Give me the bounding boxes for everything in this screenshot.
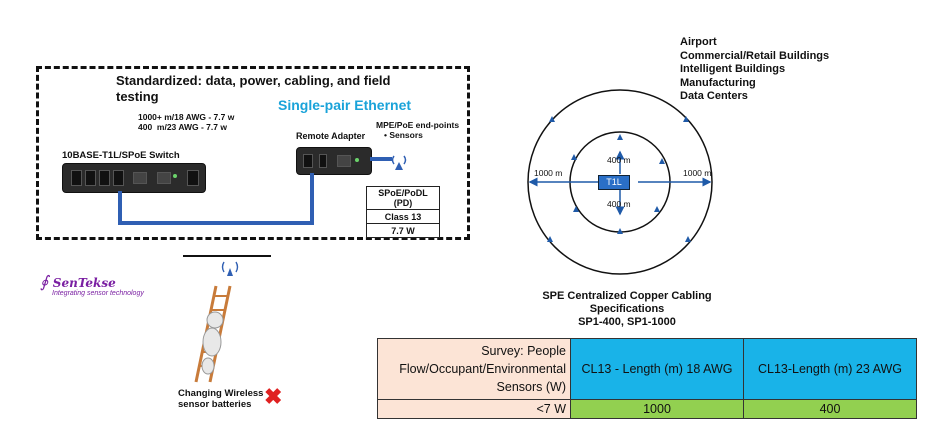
table-cell-power: <7 W bbox=[377, 399, 571, 419]
logo-tagline: Integrating sensor technology bbox=[52, 290, 144, 297]
cabling-length-table: Survey: People Flow/Occupant/Environment… bbox=[377, 338, 917, 419]
inner-top-range-label: 400 m bbox=[607, 155, 631, 165]
range-diagram bbox=[527, 89, 713, 275]
outer-left-range-label: 1000 m bbox=[534, 168, 563, 178]
switch-label: 10BASE-T1L/SPoE Switch bbox=[62, 150, 180, 161]
ladder-figure-icon bbox=[194, 285, 232, 383]
table-header-survey: Survey: People Flow/Occupant/Environment… bbox=[377, 338, 571, 400]
battery-note: Changing Wireless sensor batteries bbox=[178, 388, 264, 410]
caption-line: SPE Centralized Copper Cabling bbox=[542, 290, 712, 302]
applications-list: Airport Commercial/Retail Buildings Inte… bbox=[680, 36, 829, 104]
sensor-icon bbox=[391, 155, 407, 170]
remote-adapter-device bbox=[296, 147, 372, 175]
logo-name: SenTekse bbox=[52, 276, 116, 290]
spoe-table-cell: SPoE/PoDL (PD) bbox=[366, 186, 440, 210]
inner-bottom-range-label: 400 m bbox=[607, 199, 631, 209]
spe-title: Single-pair Ethernet bbox=[278, 97, 412, 113]
spoe-table: SPoE/PoDL (PD) Class 13 7.7 W bbox=[366, 186, 440, 238]
table-cell-23awg-length: 400 bbox=[743, 399, 917, 419]
panel-headline: Standardized: data, power, cabling, and … bbox=[116, 73, 391, 104]
sentekse-logo: ∮ SenTekse Integrating sensor technology bbox=[40, 272, 144, 297]
endpoints-label: MPE/PoE end-points bbox=[376, 120, 460, 130]
caption-line: SP1-400, SP1-1000 bbox=[578, 316, 676, 328]
spec-caption: SPE Centralized Copper Cabling Specifica… bbox=[520, 290, 734, 329]
application-item: Commercial/Retail Buildings bbox=[680, 49, 830, 62]
spec-line-2: 400 m/23 AWG - 7.7 w bbox=[138, 122, 227, 132]
outer-range-circle bbox=[527, 89, 713, 275]
red-x-icon: ✖ bbox=[264, 384, 283, 409]
adapter-label: Remote Adapter bbox=[296, 131, 366, 141]
caption-line: Specifications bbox=[589, 303, 665, 315]
ceiling-line bbox=[183, 255, 271, 257]
application-item: Manufacturing bbox=[680, 76, 756, 89]
application-item: Airport bbox=[680, 36, 717, 48]
spoe-table-cell: 7.7 W bbox=[366, 223, 440, 238]
t1l-center-badge: T1L bbox=[598, 175, 630, 190]
table-header-18awg: CL13 - Length (m) 18 AWG bbox=[570, 338, 744, 400]
outer-right-range-label: 1000 m bbox=[683, 168, 712, 178]
cable-segment bbox=[118, 191, 122, 224]
cable-segment bbox=[118, 221, 314, 225]
table-cell-18awg-length: 1000 bbox=[570, 399, 744, 419]
cable-segment bbox=[310, 173, 314, 225]
application-item: Intelligent Buildings bbox=[680, 63, 786, 75]
logo-mark-icon: ∮ bbox=[40, 272, 49, 291]
switch-device bbox=[62, 163, 206, 193]
spec-line-1: 1000+ m/18 AWG - 7.7 w bbox=[138, 112, 235, 122]
endpoints-bullet-item: • Sensors bbox=[384, 130, 423, 140]
application-item: Data Centers bbox=[680, 90, 748, 102]
table-header-23awg: CL13-Length (m) 23 AWG bbox=[743, 338, 917, 400]
endpoints-bullet-label: Sensors bbox=[389, 130, 423, 140]
spoe-table-cell: Class 13 bbox=[366, 209, 440, 224]
bullet-icon: • bbox=[384, 130, 390, 140]
wireless-sensor-icon bbox=[221, 261, 239, 276]
cable-segment bbox=[370, 157, 392, 161]
spe-panel-frame bbox=[36, 66, 470, 240]
